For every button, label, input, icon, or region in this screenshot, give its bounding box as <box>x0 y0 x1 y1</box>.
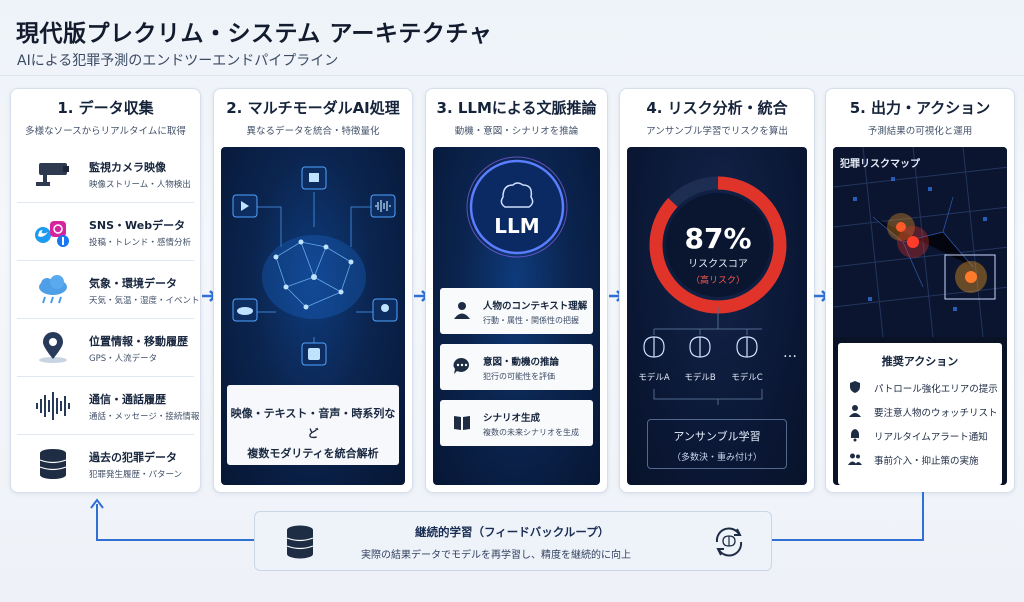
risk-map-panel: 犯罪リスクマップ 推奨アクション パトロール強化エリアの提示 要注意人物のウォッ… <box>833 147 1007 485</box>
source-name: SNS・Webデータ <box>89 219 186 232</box>
feedback-loop-box: 継続的学習（フィードバックループ） 実際の結果データでモデルを再学習し、精度を継… <box>254 511 772 571</box>
card-desc: 行動・属性・関係性の把握 <box>483 316 579 325</box>
cctv-camera-icon <box>36 163 69 186</box>
crime-risk-map <box>833 147 1007 337</box>
action-text: 事前介入・抑止策の実施 <box>874 456 979 467</box>
source-desc: 映像ストリーム・人物検出 <box>89 180 191 190</box>
card-desc: 複数の未来シナリオを生成 <box>483 428 579 437</box>
model-label: モデルB <box>684 372 716 383</box>
source-name: 気象・環境データ <box>89 277 177 290</box>
chat-bubble-icon <box>453 357 470 374</box>
ai-brain-panel: 映像・テキスト・音声・時系列など 複数モダリティを統合解析 <box>221 147 405 485</box>
retrain-cycle-icon <box>715 527 743 557</box>
risk-panel: 87% リスクスコア （高リスク） モデルA モデルB モデルC … アンサ <box>627 147 807 485</box>
risk-level: （高リスク） <box>691 274 745 286</box>
model-c-icon <box>736 336 758 358</box>
stage-data-collection: 1. データ収集 多様なソースからリアルタイムに取得 監視カメラ映像 映像ストリ… <box>10 88 201 493</box>
risk-score-caption: リスクスコア <box>688 258 748 270</box>
caption-line: 複数モダリティを統合解析 <box>247 447 379 460</box>
llm-card-intent: 意図・動機の推論 犯行の可能性を評価 <box>440 344 593 390</box>
ensemble-subtitle: （多数決・重み付け） <box>671 453 762 463</box>
stage-subtitle: 多様なソースからリアルタイムに取得 <box>25 126 186 137</box>
stage-subtitle: アンサンブル学習でリスクを算出 <box>646 126 788 137</box>
source-name: 過去の犯罪データ <box>89 451 177 464</box>
stage-risk-analysis: 4. リスク分析・統合 アンサンブル学習でリスクを算出 87% リスクスコア （… <box>619 88 815 493</box>
book-icon <box>454 416 470 430</box>
action-text: 要注意人物のウォッチリスト <box>874 408 998 419</box>
page-title: 現代版プレクリム・システム アーキテクチャ <box>16 21 493 47</box>
bell-icon <box>851 429 859 442</box>
ensemble-title: アンサンブル学習 <box>673 430 761 443</box>
source-name: 通信・通話履歴 <box>89 393 166 406</box>
model-label: モデルA <box>638 372 670 383</box>
card-title: 人物のコンテキスト理解 <box>483 301 588 312</box>
stage-multimodal-ai: 2. マルチモーダルAI処理 異なるデータを統合・特徴量化 <box>213 88 413 493</box>
header-divider <box>0 75 1024 76</box>
source-desc: GPS・人流データ <box>89 354 158 364</box>
more-models: … <box>783 345 797 361</box>
actions-title: 推奨アクション <box>881 355 959 368</box>
llm-label: LLM <box>494 214 539 238</box>
source-item-location: 位置情報・移動履歴 GPS・人流データ <box>17 319 194 377</box>
card-title: 意図・動機の推論 <box>483 357 560 368</box>
card-title: シナリオ生成 <box>483 413 541 424</box>
stage-llm-reasoning: 3. LLMによる文脈推論 動機・意図・シナリオを推論 LLM 人物のコンテキス… <box>425 88 608 493</box>
stage-title: 5. 出力・アクション <box>849 99 991 117</box>
model-a-icon <box>643 336 665 358</box>
person-icon <box>454 302 470 319</box>
source-desc: 犯罪発生履歴・パターン <box>89 470 183 480</box>
stage-subtitle: 動機・意図・シナリオを推論 <box>454 126 579 137</box>
ensemble-box: アンサンブル学習 （多数決・重み付け） <box>647 419 787 469</box>
person-icon <box>849 405 861 417</box>
neural-brain-illustration <box>232 166 398 366</box>
stage-subtitle: 予測結果の可視化と運用 <box>867 126 973 137</box>
feedback-title: 継続的学習（フィードバックループ） <box>415 525 610 539</box>
action-text: リアルタイムアラート通知 <box>874 432 988 443</box>
shield-icon <box>850 381 860 393</box>
source-item-weather: 気象・環境データ 天気・気温・湿度・イベント <box>17 261 200 319</box>
risk-gauge-illustration: 87% リスクスコア （高リスク） モデルA モデルB モデルC … <box>638 176 797 405</box>
feedback-desc: 実際の結果データでモデルを再学習し、精度を継続的に向上 <box>361 550 631 561</box>
llm-card-scenario: シナリオ生成 複数の未来シナリオを生成 <box>440 400 593 446</box>
source-item-sns: SNS・Webデータ 投稿・トレンド・感情分析 <box>17 203 194 261</box>
stage-title: 2. マルチモーダルAI処理 <box>226 99 400 117</box>
source-item-communication: 通信・通話履歴 通話・メッセージ・接続情報 <box>17 377 199 435</box>
source-name: 監視カメラ映像 <box>89 161 166 174</box>
map-label: 犯罪リスクマップ <box>840 159 920 170</box>
card-desc: 犯行の可能性を評価 <box>483 372 555 381</box>
source-name: 位置情報・移動履歴 <box>89 335 188 348</box>
llm-brain-badge: LLM <box>466 156 568 258</box>
stage-title: 1. データ収集 <box>57 99 154 117</box>
stage-subtitle: 異なるデータを統合・特徴量化 <box>246 126 380 137</box>
page-subtitle: AIによる犯罪予測のエンドツーエンドパイプライン <box>17 53 339 69</box>
database-icon <box>39 449 67 479</box>
source-desc: 投稿・トレンド・感情分析 <box>89 238 192 248</box>
model-label: モデルC <box>731 372 763 383</box>
recommended-actions: 推奨アクション パトロール強化エリアの提示 要注意人物のウォッチリスト リアルタ… <box>838 343 1002 485</box>
weather-cloud-icon <box>39 275 67 304</box>
risk-score-value: 87% <box>684 222 751 255</box>
action-text: パトロール強化エリアの提示 <box>874 384 998 395</box>
social-media-icon <box>35 221 69 247</box>
group-icon <box>848 453 862 465</box>
database-icon <box>286 525 314 559</box>
modality-caption: 映像・テキスト・音声・時系列など 複数モダリティを統合解析 <box>227 385 399 465</box>
stage-title: 4. リスク分析・統合 <box>646 99 788 117</box>
source-item-crime-history: 過去の犯罪データ 犯罪発生履歴・パターン <box>17 435 194 493</box>
location-pin-icon <box>39 332 67 363</box>
source-item-cctv: 監視カメラ映像 映像ストリーム・人物検出 <box>17 145 194 203</box>
source-desc: 通話・メッセージ・接続情報 <box>89 412 200 422</box>
source-desc: 天気・気温・湿度・イベント <box>89 296 200 306</box>
audio-wave-icon <box>36 392 70 420</box>
llm-card-context: 人物のコンテキスト理解 行動・属性・関係性の把握 <box>440 288 593 334</box>
model-b-icon <box>689 336 711 358</box>
stage-title: 3. LLMによる文脈推論 <box>436 99 597 117</box>
caption-line: 映像・テキスト・音声・時系列など <box>230 407 396 440</box>
stage-output-action: 5. 出力・アクション 予測結果の可視化と運用 <box>825 88 1015 493</box>
llm-panel: LLM 人物のコンテキスト理解 行動・属性・関係性の把握 意図・動機の推論 犯行… <box>433 147 600 485</box>
